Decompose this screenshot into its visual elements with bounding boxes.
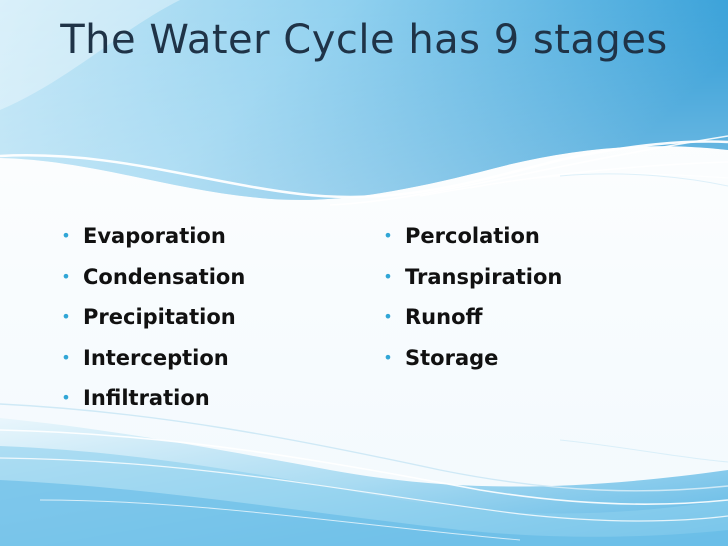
bullet-icon: •: [61, 388, 71, 407]
stage-label: Runoff: [405, 305, 483, 329]
list-item: • Interception: [56, 338, 346, 379]
list-item: • Condensation: [56, 257, 346, 298]
list-item: • Infiltration: [56, 378, 346, 419]
list-item: • Storage: [378, 338, 678, 379]
bullet-icon: •: [383, 226, 393, 245]
stage-label: Evaporation: [83, 224, 226, 248]
bullet-icon: •: [383, 307, 393, 326]
list-item: • Runoff: [378, 297, 678, 338]
stage-label: Interception: [83, 345, 229, 370]
stage-label: Condensation: [83, 264, 246, 289]
bullet-icon: •: [383, 266, 393, 286]
list-item: • Evaporation: [56, 216, 346, 257]
slide-title: The Water Cycle has 9 stages: [60, 17, 668, 63]
bullet-icon: •: [383, 347, 393, 367]
list-item: • Transpiration: [378, 257, 678, 298]
list-item: • Percolation: [378, 216, 678, 257]
stage-label: Percolation: [405, 224, 540, 248]
stage-label: Infiltration: [83, 386, 210, 410]
stage-label: Precipitation: [83, 305, 236, 329]
list-item: • Precipitation: [56, 297, 346, 338]
bullet-icon: •: [61, 307, 71, 326]
stage-label: Transpiration: [405, 264, 563, 289]
stage-list-left: • Evaporation • Condensation • Precipitatio…: [56, 216, 346, 419]
bullet-icon: •: [61, 266, 71, 286]
bullet-icon: •: [61, 226, 71, 245]
stage-list-right: • Percolation • Transpiration • Runoff • Sto…: [378, 216, 678, 378]
stage-label: Storage: [405, 345, 499, 370]
bullet-icon: •: [61, 347, 71, 367]
